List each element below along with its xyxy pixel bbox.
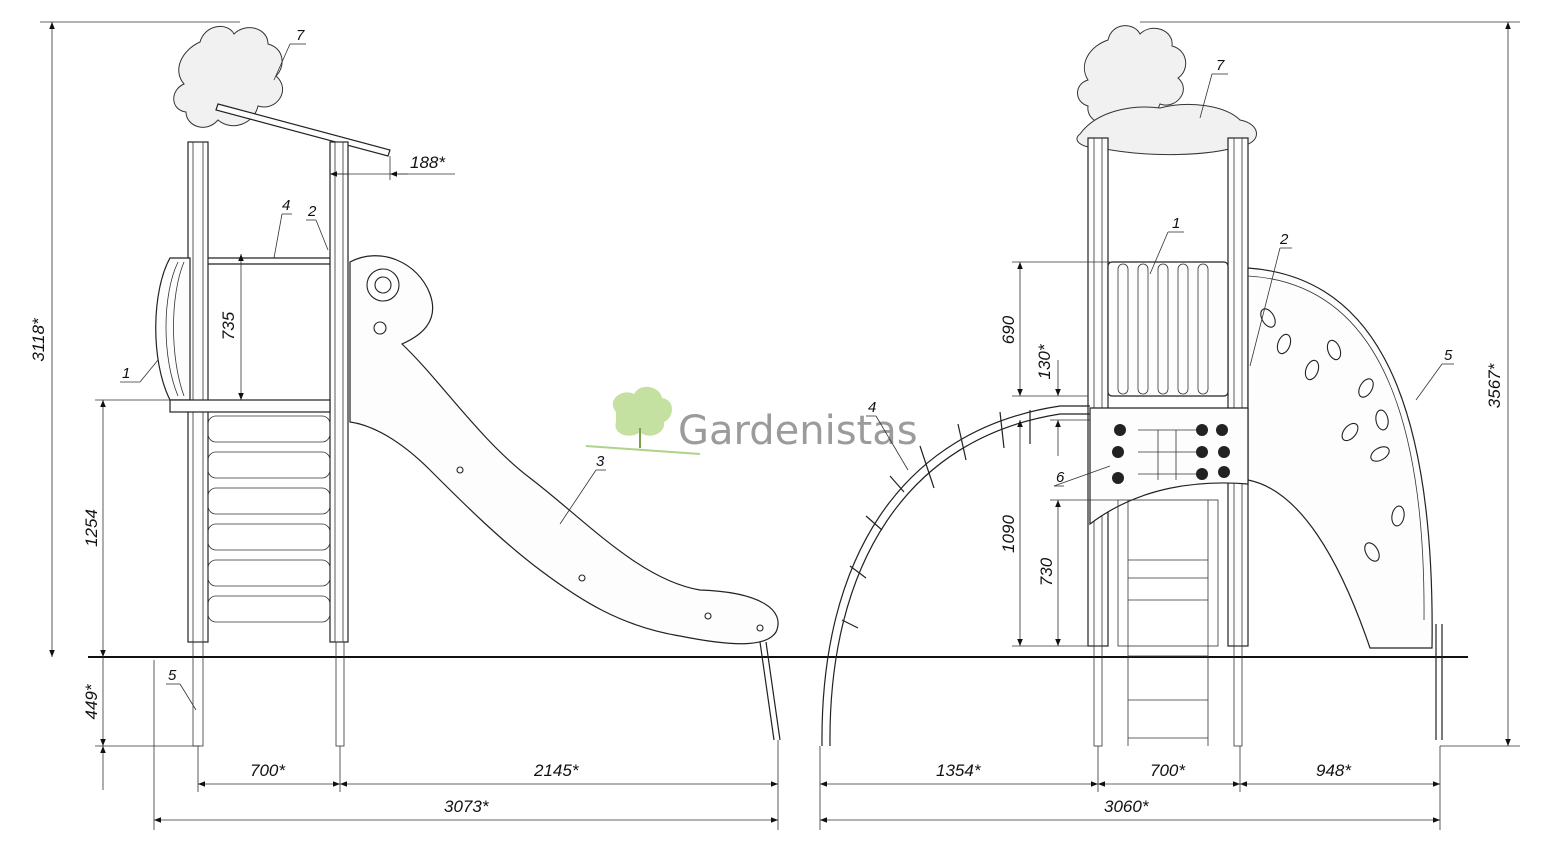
dim-right-platform-height: 1090 — [999, 515, 1018, 553]
dim-right-total-height: 3567* — [1485, 362, 1504, 408]
dim-left-roof-offset: 188* — [410, 153, 446, 172]
right-view: 7 1 2 5 4 6 3567* 690 130* — [819, 21, 1520, 830]
right-leaf-sign — [1077, 25, 1187, 124]
left-front-post — [187, 141, 209, 643]
dim-left-total-height: 3118* — [29, 317, 48, 362]
left-rear-post — [329, 141, 349, 643]
dim-left-post-depth: 449* — [82, 683, 101, 719]
left-ladder — [207, 415, 331, 623]
right-callout-6: 6 — [1056, 469, 1065, 486]
dim-left-platform-height: 1254 — [82, 509, 101, 547]
right-activity-board — [1089, 407, 1249, 526]
left-dimensions: 3118* 1254 449* 735 188* 700* 2145* — [29, 21, 779, 830]
right-callout-1: 1 — [1172, 215, 1180, 232]
left-callout-2: 2 — [307, 203, 317, 220]
dim-right-gap: 130* — [1035, 343, 1054, 379]
right-dimensions: 3567* 690 130* 1090 730 1354* 700* — [819, 21, 1520, 830]
right-callout-5: 5 — [1444, 347, 1453, 364]
left-callout-4: 4 — [282, 197, 290, 214]
left-platform — [169, 399, 331, 413]
dim-right-width-post: 700* — [1150, 761, 1186, 780]
tree-logo-icon — [612, 386, 672, 436]
left-view: 7 4 2 1 3 5 3118* 1254 449* 735 — [29, 21, 781, 830]
dim-left-width-total: 3073* — [444, 797, 490, 816]
left-callout-1: 1 — [122, 365, 130, 382]
left-callout-3: 3 — [596, 453, 605, 470]
right-post-left — [1087, 137, 1109, 647]
dim-left-width-post: 700* — [250, 761, 286, 780]
dim-left-handrail-height: 735 — [219, 311, 238, 340]
right-ladder — [1117, 499, 1219, 746]
left-roof-board — [215, 103, 391, 157]
right-post-right — [1227, 137, 1249, 647]
dim-left-width-slide: 2145* — [533, 761, 580, 780]
right-callout-7: 7 — [1216, 57, 1225, 74]
dim-right-width-wall: 948* — [1316, 761, 1352, 780]
right-callout-2: 2 — [1279, 231, 1289, 248]
dim-right-width-climber: 1354* — [936, 761, 982, 780]
left-callout-7: 7 — [296, 27, 305, 44]
right-callout-4: 4 — [868, 399, 876, 416]
gardenistas-watermark: Gardenistas — [585, 386, 918, 455]
dim-right-width-total: 3060* — [1104, 797, 1150, 816]
right-arch-climber — [821, 405, 1090, 747]
watermark-text: Gardenistas — [678, 408, 918, 454]
dim-right-panel-height: 690 — [999, 315, 1018, 344]
left-side-panel — [155, 257, 191, 401]
dim-right-step-height: 730 — [1037, 557, 1056, 586]
right-climbing-wall — [1247, 267, 1433, 649]
left-callout-5: 5 — [168, 667, 177, 684]
left-leaf-sign — [173, 26, 283, 128]
